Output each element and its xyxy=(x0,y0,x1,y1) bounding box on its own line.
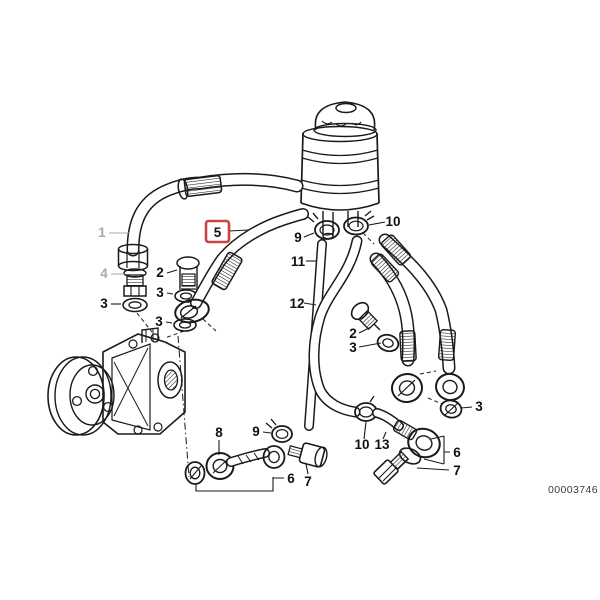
fitting-4-stack xyxy=(122,268,148,313)
banjo-fitting-bottom-right xyxy=(373,427,441,485)
callout-2-left: 2 xyxy=(156,265,164,280)
oil-reservoir xyxy=(300,101,380,240)
callout-5: 5 xyxy=(214,225,222,240)
callout-9-bottom: 9 xyxy=(252,424,260,439)
assembly-reference-lines xyxy=(136,232,443,478)
callout-8: 8 xyxy=(215,425,223,440)
power-steering-pump xyxy=(47,327,186,436)
callout-6-right: 6 xyxy=(453,445,461,460)
callout-10-top: 10 xyxy=(385,214,400,229)
callout-labels: 1 4 2 3 3 3 5 9 10 11 12 2 3 3 8 xyxy=(98,214,483,492)
fitting-2-right xyxy=(350,301,400,353)
pressure-hose-right-front xyxy=(369,252,423,404)
callout-3-left: 3 xyxy=(100,296,108,311)
selected-part-5-marker[interactable]: 5 xyxy=(204,219,249,244)
callout-3-mid-upper: 3 xyxy=(156,285,164,300)
callout-13: 13 xyxy=(374,437,390,452)
highlight-box xyxy=(204,219,231,244)
washer-3-far-right xyxy=(439,399,463,419)
fitting-2-left-stack xyxy=(173,256,200,332)
hose-1-supply xyxy=(117,172,304,272)
hose-clamp-9-top xyxy=(307,212,340,240)
hose-clamp-10-top xyxy=(343,210,375,236)
callout-3-far-right: 3 xyxy=(475,399,483,414)
diagram-number: 00003746 xyxy=(548,484,598,496)
callout-9-top: 9 xyxy=(294,230,302,245)
callout-4: 4 xyxy=(100,266,108,281)
callout-10-bottom: 10 xyxy=(354,437,369,452)
callout-12: 12 xyxy=(289,296,304,311)
hose-12-return xyxy=(308,235,363,418)
callout-6-left: 6 xyxy=(287,471,295,486)
callout-7-left: 7 xyxy=(304,474,312,489)
callout-2-right: 2 xyxy=(349,326,357,341)
callout-1: 1 xyxy=(98,225,106,240)
callout-3-mid-lower: 3 xyxy=(155,314,163,329)
callout-3-right: 3 xyxy=(349,340,357,355)
short-hose-assembly-bottom-left xyxy=(184,418,328,485)
pressure-hose-right-rear xyxy=(378,233,465,402)
hose-5-highlighted-part xyxy=(174,208,309,324)
callout-11: 11 xyxy=(291,254,306,269)
callout-7-right: 7 xyxy=(453,463,461,478)
